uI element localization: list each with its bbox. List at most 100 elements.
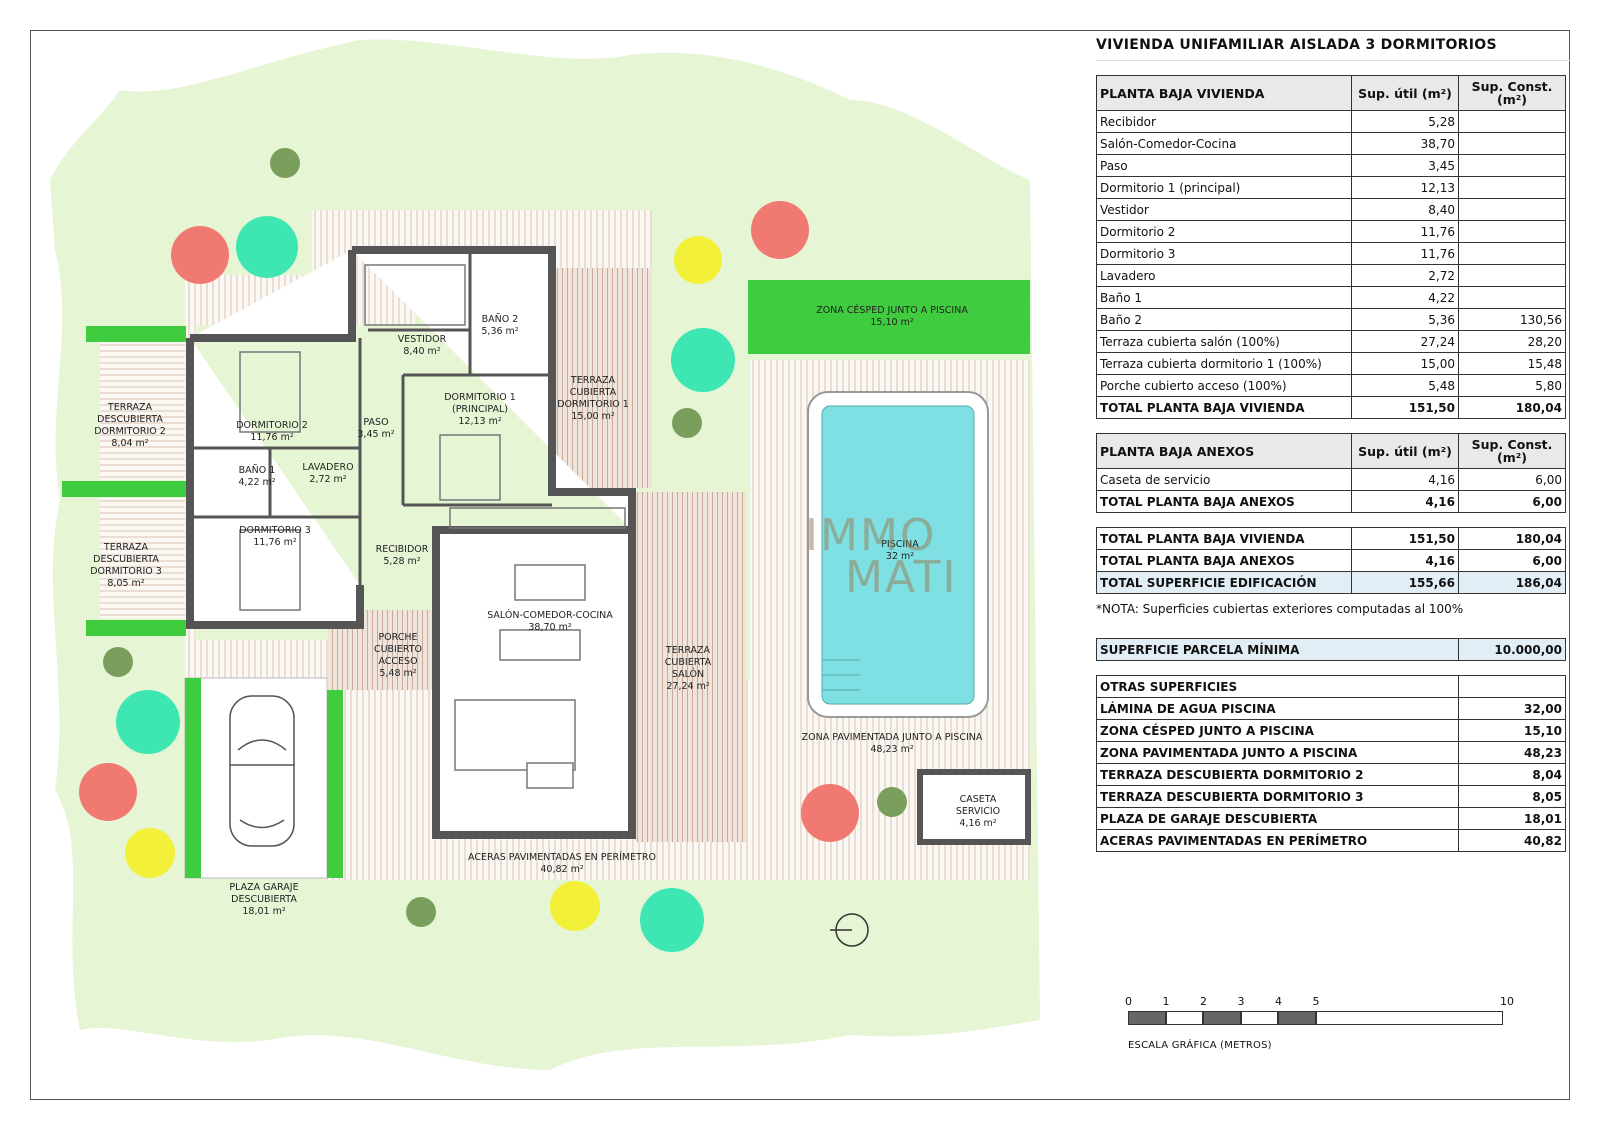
terraza-dormitorio-2: [100, 340, 185, 480]
plan-label-terr-d2: DESCUBIERTA: [97, 414, 163, 425]
tree: [801, 784, 859, 842]
table-header-row: OTRAS SUPERFICIES: [1096, 675, 1566, 698]
plan-label-caseta: 4,16 m²: [959, 818, 996, 829]
plan-label-dorm1: DORMITORIO 1: [444, 392, 516, 403]
scale-tick-label: 3: [1237, 995, 1245, 1008]
plan-label-paso: PASO: [363, 417, 388, 428]
table-cell: 5,28: [1351, 110, 1459, 133]
table-cell: [1458, 132, 1566, 155]
scale-tick-label: 5: [1312, 995, 1320, 1008]
table-cell: Dormitorio 2: [1096, 220, 1352, 243]
tree: [406, 897, 436, 927]
table-cell: 10.000,00: [1458, 638, 1566, 661]
table-header-cell: Sup. Const. (m²): [1458, 433, 1566, 469]
plan-label-terr-d1: DORMITORIO 1: [557, 399, 629, 410]
table-cell: Vestidor: [1096, 198, 1352, 221]
table-cell: Dormitorio 1 (principal): [1096, 176, 1352, 199]
plan-label-terr-d1: CUBIERTA: [570, 387, 617, 398]
plan-label-bano2: BAÑO 2: [482, 314, 519, 325]
plan-label-aceras: 40,82 m²: [540, 864, 583, 875]
table-cell: 4,22: [1351, 286, 1459, 309]
scale-segment: [1128, 1011, 1166, 1025]
table-cell: [1458, 110, 1566, 133]
tree: [550, 881, 600, 931]
table-cell: Baño 2: [1096, 308, 1352, 331]
table-header-cell: Sup. útil (m²): [1351, 433, 1459, 469]
plan-label-terr-salon: SALÓN: [672, 668, 704, 680]
table-cell: 155,66: [1351, 571, 1459, 594]
plan-label-terr-salon: 27,24 m²: [666, 681, 709, 692]
table-cell: 28,20: [1458, 330, 1566, 353]
table-cell: Paso: [1096, 154, 1352, 177]
table-cell: ZONA CÉSPED JUNTO A PISCINA: [1096, 719, 1459, 742]
tree: [674, 236, 722, 284]
plan-label-piscina: 32 m²: [886, 551, 914, 562]
plan-label-cesped: ZONA CÉSPED JUNTO A PISCINA: [816, 304, 968, 316]
tree: [640, 888, 704, 952]
tree: [877, 787, 907, 817]
plan-label-vestidor: 8,40 m²: [403, 346, 440, 357]
tree: [125, 828, 175, 878]
table-row: Terraza cubierta dormitorio 1 (100%)15,0…: [1096, 352, 1566, 375]
terraza-salon: [636, 492, 746, 842]
plan-label-dorm2: DORMITORIO 2: [236, 420, 308, 431]
plan-label-dorm2: 11,76 m²: [250, 432, 293, 443]
table-cell: Porche cubierto acceso (100%): [1096, 374, 1352, 397]
table-cell: 32,00: [1458, 697, 1566, 720]
zona-cesped: [748, 280, 1030, 354]
tree: [236, 216, 298, 278]
table-cell: Lavadero: [1096, 264, 1352, 287]
table-cell: 12,13: [1351, 176, 1459, 199]
table-cell: 15,10: [1458, 719, 1566, 742]
plan-label-terr-d3: 8,05 m²: [107, 578, 144, 589]
plan-label-terr-d1: 15,00 m²: [571, 411, 614, 422]
plan-label-terr-d3: DORMITORIO 3: [90, 566, 162, 577]
scale-tick-label: 0: [1125, 995, 1132, 1008]
tree: [672, 408, 702, 438]
table-cell: 5,80: [1458, 374, 1566, 397]
house-walls: [186, 246, 636, 839]
plan-label-recibidor: RECIBIDOR: [376, 544, 429, 555]
tree: [671, 328, 735, 392]
table-cell: 6,00: [1458, 490, 1566, 513]
tree: [103, 647, 133, 677]
table-header-cell: OTRAS SUPERFICIES: [1096, 675, 1459, 698]
note: *NOTA: Superficies cubiertas exteriores …: [1096, 602, 1464, 616]
plan-label-porche: PORCHE: [378, 632, 417, 643]
plan-label-garaje: PLAZA GARAJE: [229, 882, 298, 893]
plan-label-pavimentada: ZONA PAVIMENTADA JUNTO A PISCINA: [802, 732, 983, 743]
plan-label-garaje: 18,01 m²: [242, 906, 285, 917]
plan-label-terr-d2: TERRAZA: [107, 402, 153, 413]
plan-label-dorm3: DORMITORIO 3: [239, 525, 311, 536]
page-title: VIVIENDA UNIFAMILIAR AISLADA 3 DORMITORI…: [1096, 34, 1570, 61]
table-cell: [1458, 220, 1566, 243]
table-cell: 186,04: [1458, 571, 1566, 594]
table-row: Dormitorio 1 (principal)12,13: [1096, 176, 1566, 199]
table-cell: TERRAZA DESCUBIERTA DORMITORIO 3: [1096, 785, 1459, 808]
scale-segment: [1240, 1011, 1278, 1025]
table-header-cell: [1458, 675, 1566, 698]
table-header-cell: PLANTA BAJA ANEXOS: [1096, 433, 1352, 469]
table-cell: 40,82: [1458, 829, 1566, 852]
table-cell: 4,16: [1351, 490, 1459, 513]
table-cell: 6,00: [1458, 468, 1566, 491]
table-cell: 18,01: [1458, 807, 1566, 830]
table-cell: TOTAL PLANTA BAJA ANEXOS: [1096, 549, 1352, 572]
table-cell: 180,04: [1458, 527, 1566, 550]
plan-label-lavadero: LAVADERO: [302, 462, 353, 473]
table-cell: 15,48: [1458, 352, 1566, 375]
scale-segment: [1203, 1011, 1241, 1025]
